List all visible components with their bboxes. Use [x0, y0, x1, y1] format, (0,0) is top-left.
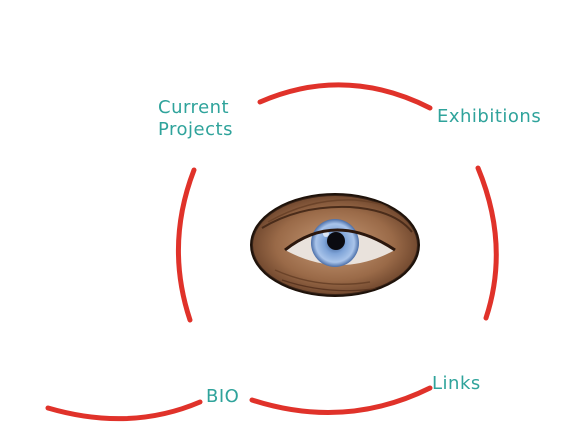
eye-icon	[250, 193, 420, 297]
bottom-arc	[249, 385, 433, 415]
nav-links[interactable]: Links	[432, 373, 481, 394]
orbit-arcs	[45, 82, 499, 422]
left-arc	[175, 167, 197, 323]
nav-exhibitions[interactable]: Exhibitions	[437, 106, 542, 127]
top-arc	[257, 82, 433, 111]
nav-bio[interactable]: BIO	[206, 386, 240, 407]
nav-current-projects-line2: Projects	[158, 119, 233, 140]
nav-current-projects-line1: Current	[158, 97, 230, 118]
nav-current-projects[interactable]: Current Projects	[158, 97, 233, 141]
lower-left-arc	[45, 399, 203, 422]
right-arc	[475, 165, 499, 321]
